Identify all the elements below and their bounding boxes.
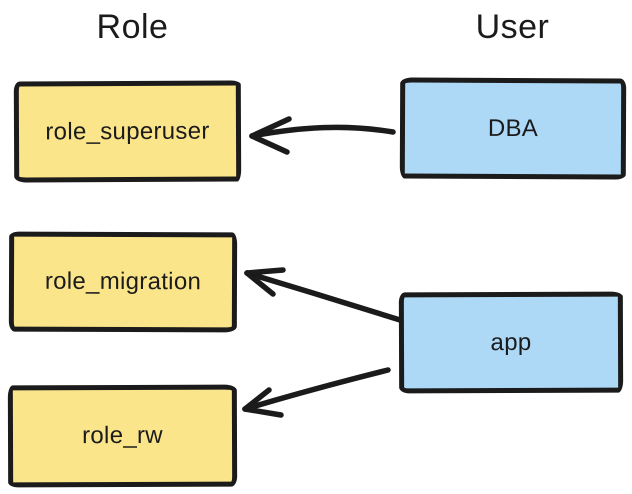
arrow-dba-to-role-superuser [249, 116, 396, 155]
column-header-role: Role [96, 8, 169, 46]
node-user-app: app [398, 291, 624, 394]
node-role-superuser-label: role_superuser [45, 117, 210, 145]
arrow-app-to-role-rw [242, 367, 391, 418]
node-user-dba-label: DBA [487, 114, 539, 142]
node-role-rw-label: role_rw [82, 421, 163, 450]
node-role-superuser: role_superuser [13, 80, 242, 183]
node-user-app-label: app [490, 328, 532, 356]
column-header-user: User [475, 8, 550, 46]
node-user-dba: DBA [399, 77, 627, 180]
node-role-rw: role_rw [7, 384, 238, 488]
node-role-migration-label: role_migration [44, 267, 202, 296]
arrow-app-to-role-migration [244, 267, 403, 323]
node-role-migration: role_migration [8, 231, 238, 333]
